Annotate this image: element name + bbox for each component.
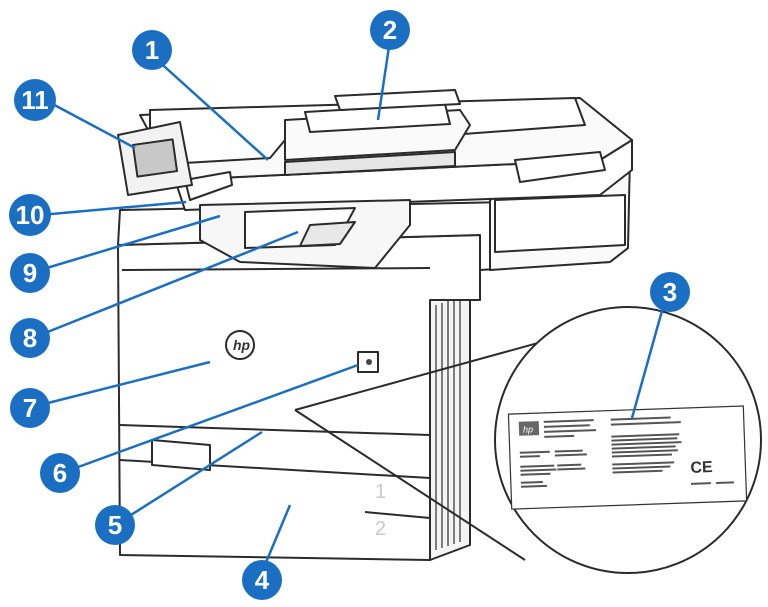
magnifier-lead-bottom	[294, 409, 526, 561]
leader-9	[39, 214, 221, 272]
tray2-lower-edge	[364, 511, 431, 519]
svg-text:4: 4	[255, 565, 270, 595]
leader-10	[39, 200, 187, 217]
label-hp-logo-text: hp	[523, 424, 533, 434]
callout-3: 3	[650, 272, 690, 312]
leader-2	[376, 39, 392, 121]
svg-text:8: 8	[23, 323, 37, 353]
callout-5: 5	[95, 505, 135, 545]
callout-2: 2	[370, 10, 410, 50]
output-ledge	[514, 151, 606, 183]
svg-text:2: 2	[383, 15, 397, 45]
label-text-lines	[519, 416, 734, 488]
callout-10: 10	[9, 194, 51, 236]
svg-text:3: 3	[663, 277, 677, 307]
tray-label-1: 1	[375, 481, 386, 503]
ce-mark: CE	[690, 459, 713, 477]
svg-text:1: 1	[145, 35, 159, 65]
svg-text:5: 5	[108, 510, 122, 540]
leader-11	[44, 98, 136, 150]
callout-4: 4	[242, 560, 282, 600]
leader-6	[69, 363, 359, 472]
callout-8: 8	[10, 318, 50, 358]
svg-text:9: 9	[23, 258, 37, 288]
callout-6: 6	[40, 453, 80, 493]
side-vents	[435, 295, 461, 550]
callout-7: 7	[10, 388, 50, 428]
front-door-seam	[121, 267, 431, 271]
tray-handle	[151, 439, 211, 471]
tray-label-2: 2	[375, 518, 386, 540]
leader-3	[630, 299, 667, 419]
callout-9: 9	[10, 253, 50, 293]
svg-text:10: 10	[16, 200, 45, 230]
right-module-front	[494, 194, 626, 253]
hp-logo-text: hp	[233, 337, 251, 353]
svg-text:11: 11	[21, 85, 49, 115]
output-tray-stop	[299, 221, 356, 247]
touchscreen	[131, 138, 179, 178]
label-content: hp	[518, 416, 734, 488]
leader-8	[39, 230, 299, 337]
label-magnifier: hp	[294, 306, 762, 574]
adf-tray-extension	[334, 89, 461, 111]
control-panel-arm	[184, 171, 233, 201]
svg-text:7: 7	[23, 393, 37, 423]
leader-1	[154, 57, 269, 161]
power-button-light	[366, 359, 372, 365]
leader-5	[122, 430, 263, 522]
leader-7	[39, 360, 211, 407]
tray1-top-edge	[119, 424, 431, 436]
label-hp-logo	[518, 421, 540, 436]
hp-logo-circle	[225, 330, 255, 360]
callouts: 1 2 3 4 5 6 7 8	[9, 10, 690, 600]
printer	[117, 89, 633, 561]
front-body	[117, 234, 481, 561]
adf-output-slot	[284, 151, 456, 176]
svg-text:6: 6	[53, 458, 67, 488]
callout-11: 11	[14, 79, 56, 121]
callout-1: 1	[132, 30, 172, 70]
leader-lines	[39, 39, 667, 573]
